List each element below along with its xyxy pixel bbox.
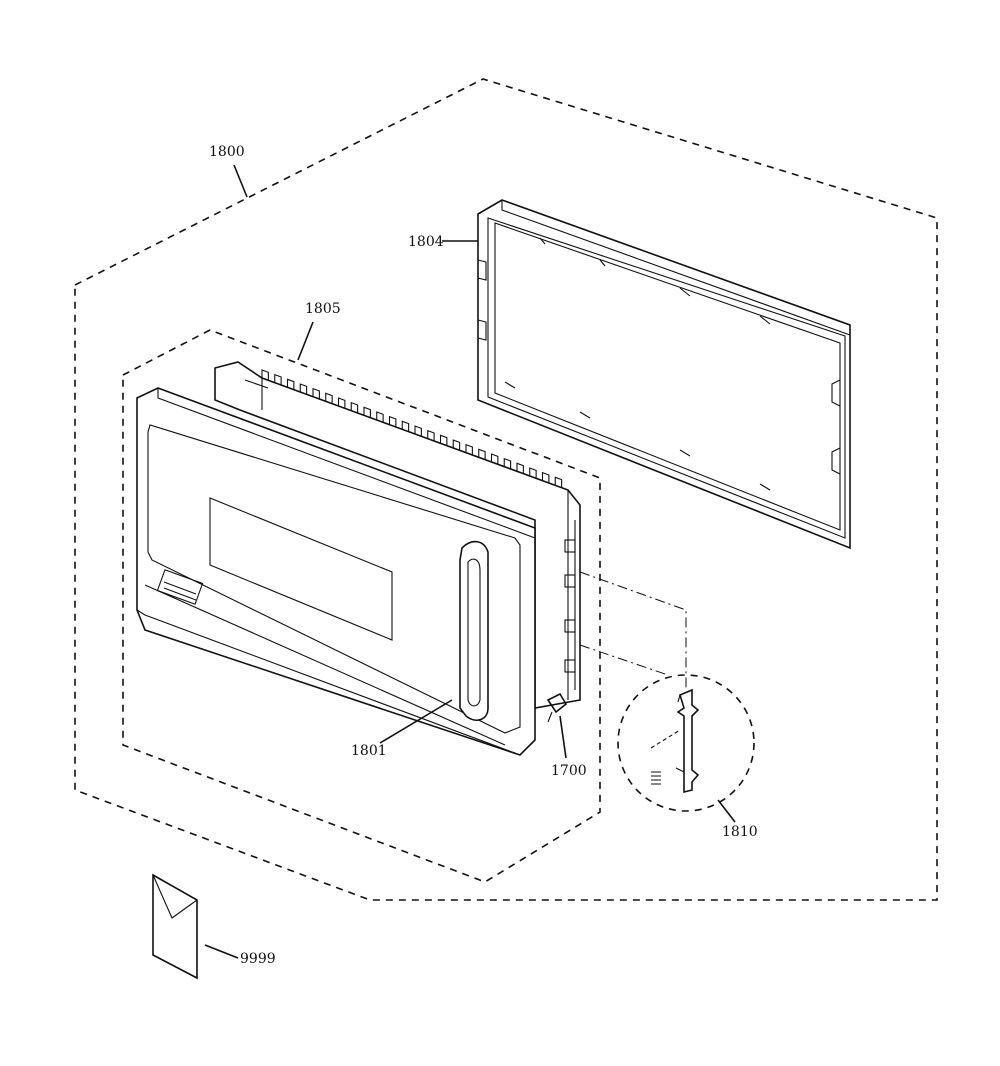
leader-1801 — [379, 699, 453, 744]
callout-1805: 1805 — [305, 301, 341, 317]
leader-1810 — [717, 799, 736, 823]
alignment-line-upper — [579, 571, 687, 690]
door-front-panel — [136, 387, 536, 756]
callout-1801: 1801 — [351, 743, 387, 759]
callout-1810: 1810 — [722, 824, 758, 840]
callout-1800: 1800 — [209, 144, 245, 160]
leader-9999 — [204, 944, 239, 959]
latch-detail-1810 — [617, 674, 755, 812]
leader-1805 — [297, 321, 314, 361]
callout-1700: 1700 — [551, 763, 587, 779]
callout-9999: 9999 — [240, 951, 276, 967]
alignment-line-lower — [579, 644, 669, 676]
assembly-1800-boundary — [74, 78, 938, 901]
door-handle-1801 — [459, 540, 489, 721]
door-choke-frame-1804 — [477, 199, 851, 550]
leader-1800 — [233, 164, 248, 198]
leader-1700 — [559, 715, 567, 759]
assembly-1805-boundary — [122, 329, 601, 883]
latch-part-1700 — [546, 692, 568, 723]
door-back-plate — [214, 361, 581, 709]
literature-envelope-9999 — [152, 873, 198, 980]
callout-1804: 1804 — [408, 234, 444, 250]
